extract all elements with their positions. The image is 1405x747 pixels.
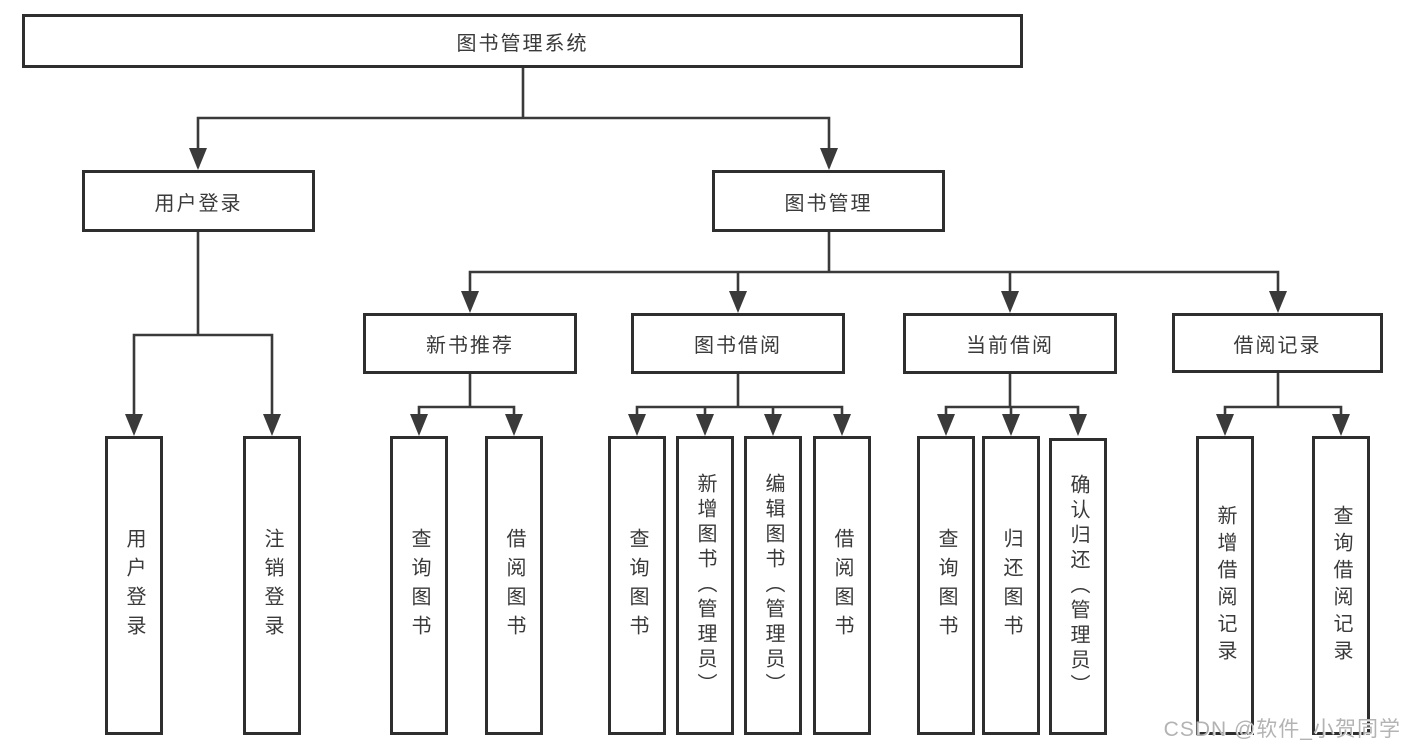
arrowheads	[125, 148, 1350, 436]
node-current-borrowing-label: 当前借阅	[966, 335, 1054, 357]
leaf-query-books-borrow: 查询图书	[608, 436, 666, 735]
leaf-edit-books-admin: 编辑图书（管理员）	[744, 436, 802, 735]
leaf-logout-label: 注销登录	[261, 527, 283, 644]
leaf-user-login: 用户登录	[105, 436, 163, 735]
node-root-label: 图书管理系统	[456, 32, 589, 55]
leaf-query-books-borrow-label: 查询图书	[626, 527, 648, 644]
csdn-watermark: CSDN @软件_小贺同学	[1163, 718, 1401, 741]
leaf-query-books-rec-label: 查询图书	[408, 527, 430, 644]
node-user-login-label: 用户登录	[154, 192, 243, 215]
leaf-borrow-books-rec-label: 借阅图书	[503, 527, 525, 644]
leaf-borrow-books-borrow: 借阅图书	[813, 436, 871, 735]
leaf-add-borrow-record-label: 新增借阅记录	[1214, 504, 1236, 667]
leaf-query-books-current: 查询图书	[917, 436, 975, 735]
leaf-add-books-admin: 新增图书（管理员）	[676, 436, 734, 735]
leaf-query-books-rec: 查询图书	[390, 436, 448, 735]
node-user-login: 用户登录	[82, 170, 315, 232]
node-book-management-label: 图书管理	[784, 192, 873, 215]
leaf-return-books: 归还图书	[982, 436, 1040, 735]
leaf-confirm-return-admin-label: 确认归还（管理员）	[1067, 474, 1089, 699]
connector-lines	[132, 66, 1343, 432]
leaf-add-borrow-record: 新增借阅记录	[1196, 436, 1254, 735]
node-book-borrowing: 图书借阅	[631, 313, 845, 374]
leaf-edit-books-admin-label: 编辑图书（管理员）	[762, 473, 784, 698]
leaf-confirm-return-admin: 确认归还（管理员）	[1049, 438, 1107, 735]
node-new-book-recommend-label: 新书推荐	[426, 335, 514, 357]
leaf-query-borrow-record: 查询借阅记录	[1312, 436, 1370, 735]
node-borrowing-records: 借阅记录	[1172, 313, 1383, 373]
leaf-add-books-admin-label: 新增图书（管理员）	[694, 473, 716, 698]
node-book-borrowing-label: 图书借阅	[694, 335, 782, 357]
leaf-user-login-label: 用户登录	[123, 527, 145, 644]
node-book-management: 图书管理	[712, 170, 945, 232]
leaf-borrow-books-borrow-label: 借阅图书	[831, 527, 853, 644]
node-root-library-system: 图书管理系统	[22, 14, 1023, 68]
node-borrowing-records-label: 借阅记录	[1233, 334, 1322, 357]
leaf-return-books-label: 归还图书	[1000, 527, 1022, 644]
leaf-borrow-books-rec: 借阅图书	[485, 436, 543, 735]
leaf-query-borrow-record-label: 查询借阅记录	[1330, 504, 1352, 667]
node-new-book-recommend: 新书推荐	[363, 313, 577, 374]
node-current-borrowing: 当前借阅	[903, 313, 1117, 374]
leaf-query-books-current-label: 查询图书	[935, 527, 957, 644]
leaf-logout: 注销登录	[243, 436, 301, 735]
